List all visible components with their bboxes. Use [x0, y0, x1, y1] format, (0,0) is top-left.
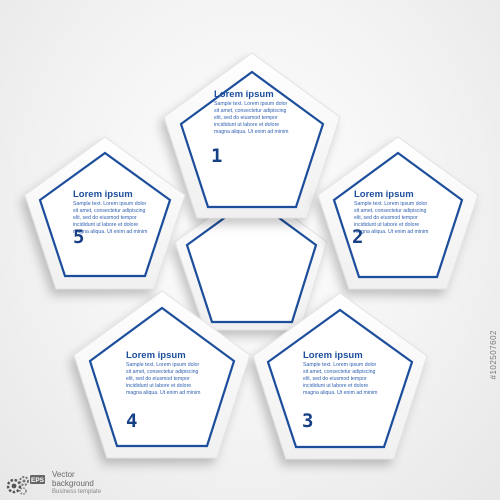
panel-4-body-line-4: incididunt ut labore et dolore: [126, 383, 191, 389]
panel-4-number: 4: [126, 410, 137, 432]
gear-icon: EPS: [6, 475, 45, 495]
stock-id-label: #102507602: [489, 330, 498, 380]
panel-3-title: Lorem ipsum: [303, 350, 363, 361]
panel-5-body-line-2: sit amet, consectetur adipiscing: [73, 208, 145, 214]
panel-2-body-line-4: incididunt ut labore et dolore: [354, 222, 419, 228]
panel-1-body-line-4: incididunt ut labore et dolore: [214, 122, 279, 128]
center-pentagon: [174, 186, 328, 331]
panel-5-body-line-3: elit, sed do eiusmod tempor: [73, 215, 137, 221]
panel-2-body-line-3: elit, sed do eiusmod tempor: [354, 215, 418, 221]
panel-4-body-line-3: elit, sed do eiusmod tempor: [126, 376, 190, 382]
eps-badge-icon: [30, 475, 45, 484]
panel-1-body-line-5: magna aliqua. Ut enim ad minim: [214, 129, 288, 135]
panel-5: Lorem ipsum Sample text. Lorem ipsum dol…: [24, 136, 186, 290]
panel-3-body-line-4: incididunt ut labore et dolore: [303, 383, 368, 389]
footer-text: Vector background Business template: [52, 470, 101, 497]
panel-3-body-line-5: magna aliqua. Ut enim ad minim: [303, 390, 377, 396]
panel-3-body-line-3: elit, sed do eiusmod tempor: [303, 376, 367, 382]
panel-2-body-line-2: sit amet, consectetur adipiscing: [354, 208, 426, 214]
panel-1-title: Lorem ipsum: [214, 89, 274, 100]
panel-4-body-line-5: magna aliqua. Ut enim ad minim: [126, 390, 200, 396]
panel-1-body-line-3: elit, sed do eiusmod tempor: [214, 115, 278, 121]
panel-1-body-line-2: sit amet, consectetur adipiscing: [214, 108, 286, 114]
panel-4-body-line-2: sit amet, consectetur adipiscing: [126, 369, 198, 375]
panel-3: Lorem ipsum Sample text. Lorem ipsum dol…: [252, 292, 428, 460]
footer-branding: EPS Vector background Business template: [6, 470, 206, 498]
panel-2-body-line-5: magna aliqua. Ut enim ad minim: [354, 229, 428, 235]
panel-1-body-line-1: Sample text. Lorem ipsum dolor: [214, 101, 288, 107]
panel-5-title: Lorem ipsum: [73, 189, 133, 200]
panel-1: Lorem ipsum Sample text. Lorem ipsum dol…: [163, 52, 341, 219]
panel-3-body-line-2: sit amet, consectetur adipiscing: [303, 369, 375, 375]
panel-1-number: 1: [211, 145, 222, 167]
panel-2-number: 2: [352, 226, 363, 248]
panel-3-body-line-1: Sample text. Lorem ipsum dolor: [303, 362, 377, 368]
footer-line-3: Business template: [52, 489, 102, 495]
panel-3-number: 3: [302, 410, 313, 432]
panel-4: Lorem ipsum Sample text. Lorem ipsum dol…: [73, 290, 251, 459]
panel-5-body-line-5: magna aliqua. Ut enim ad minim: [73, 229, 147, 235]
panel-5-body-line-1: Sample text. Lorem ipsum dolor: [73, 201, 147, 207]
panel-2-body-line-1: Sample text. Lorem ipsum dolor: [354, 201, 428, 207]
panel-2-title: Lorem ipsum: [354, 189, 414, 200]
svg-text:EPS: EPS: [31, 477, 45, 484]
panel-4-title: Lorem ipsum: [126, 350, 186, 361]
footer-line-2: background: [52, 479, 94, 488]
panel-2: Lorem ipsum Sample text. Lorem ipsum dol…: [317, 136, 479, 290]
panel-5-body-line-4: incididunt ut labore et dolore: [73, 222, 138, 228]
footer-line-1: Vector: [52, 470, 75, 479]
panel-4-body-line-1: Sample text. Lorem ipsum dolor: [126, 362, 200, 368]
panel-5-number: 5: [73, 226, 84, 248]
